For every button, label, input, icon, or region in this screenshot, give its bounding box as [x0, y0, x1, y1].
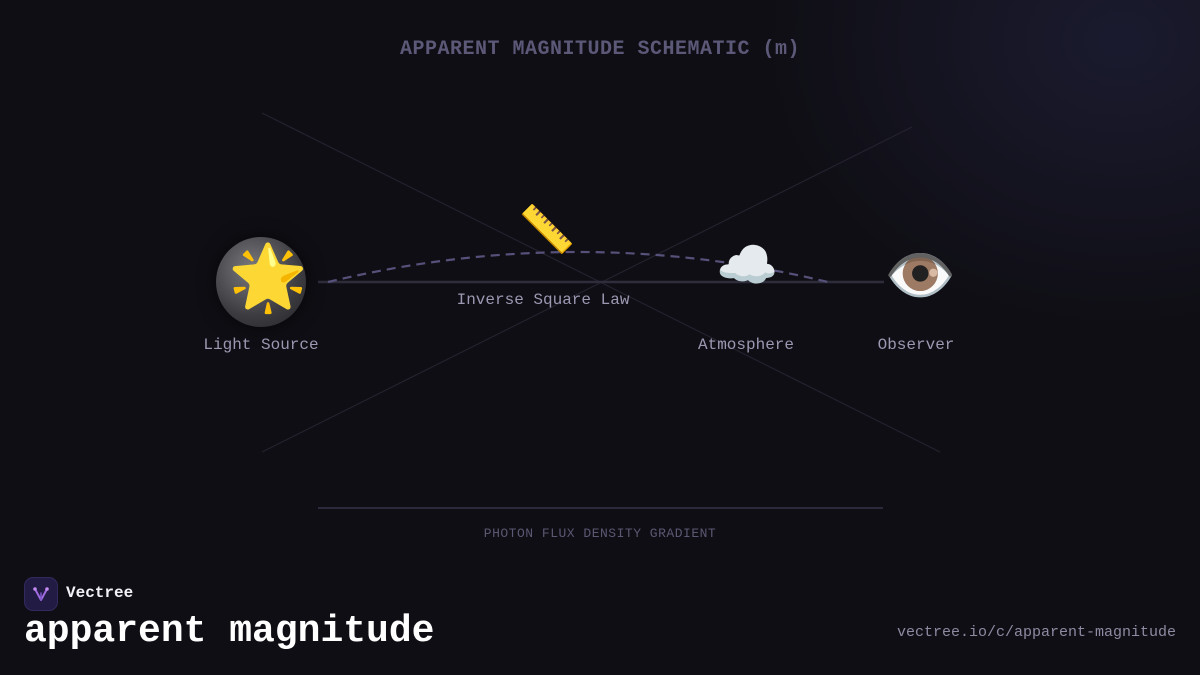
flux-gradient-caption: PHOTON FLUX DENSITY GRADIENT	[483, 526, 717, 541]
cross-line-right	[261, 126, 913, 453]
cloud-icon: ☁️	[716, 236, 779, 294]
page-title: apparent magnitude	[24, 610, 435, 653]
diagram-title: APPARENT MAGNITUDE SCHEMATIC (m)	[399, 38, 801, 61]
brand-name: Vectree	[66, 584, 134, 602]
observer-label: Observer	[877, 336, 955, 354]
light-source-orb	[216, 237, 306, 327]
glowing-star-icon: 🌟	[228, 241, 308, 315]
ruler-icon: 📏	[518, 202, 576, 256]
inverse-square-law-label: Inverse Square Law	[456, 291, 630, 309]
atmosphere-label: Atmosphere	[697, 336, 795, 354]
light-source-label: Light Source	[203, 336, 319, 354]
concept-url-link[interactable]: vectree.io/c/apparent-magnitude	[896, 624, 1176, 641]
vectree-logo-icon	[24, 577, 58, 611]
eye-icon: 👁️	[884, 241, 957, 309]
